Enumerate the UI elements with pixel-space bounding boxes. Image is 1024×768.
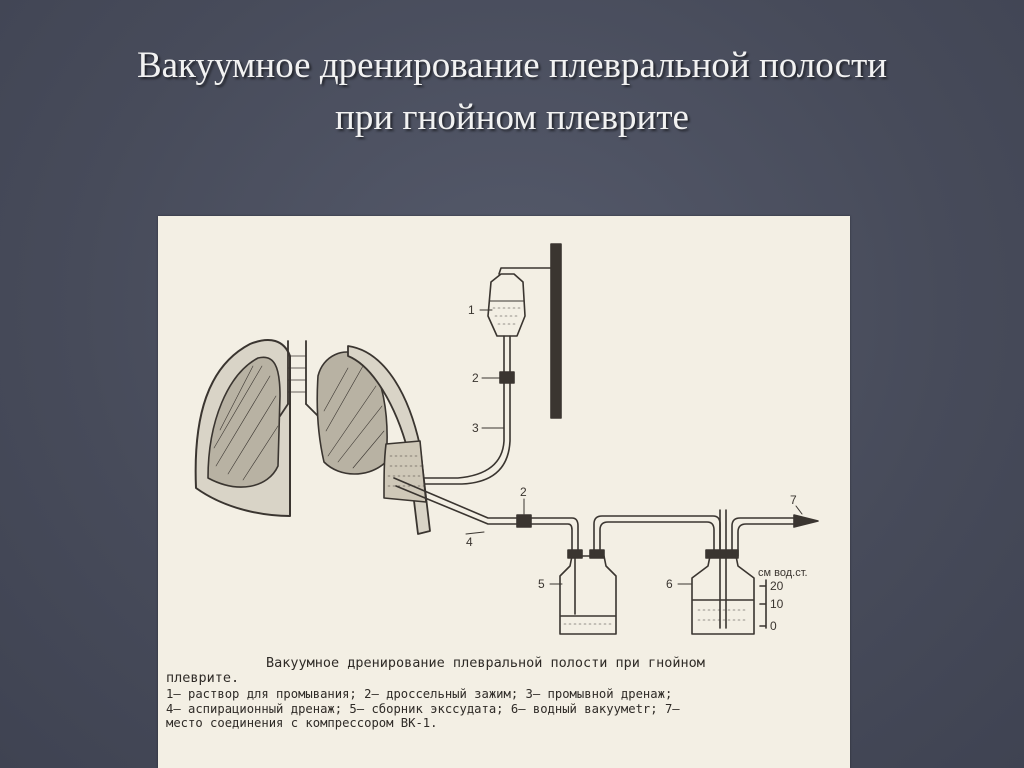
- throttle-clamp-lower: [516, 514, 532, 528]
- pressure-scale: [759, 579, 767, 629]
- compressor-outlet: [731, 517, 795, 557]
- water-vacuummeter: [691, 555, 755, 635]
- iv-stand: [550, 243, 562, 419]
- right-chest-wall: [347, 345, 431, 535]
- label-1: 1: [468, 303, 475, 317]
- figure-caption: Вакуумное дренирование плевральной полос…: [158, 656, 850, 731]
- caption-legend-line1: 1— раствор для промывания; 2— дроссельны…: [166, 687, 673, 701]
- slide-title-line2: при гнойном плеврите: [335, 97, 689, 138]
- label-2-upper: 2: [472, 371, 479, 385]
- irrigation-drain: [385, 382, 505, 479]
- drainage-diagram: 1 2 3 4 2 5 6 7 см вод.ст. 20 10 0: [194, 243, 819, 635]
- stand-hook: [498, 267, 552, 275]
- exudate-collector: [559, 555, 617, 635]
- trachea: [287, 340, 307, 405]
- scale-tick-20: 20: [770, 579, 784, 593]
- label-2-lower: 2: [520, 485, 527, 499]
- aspiration-drain: [393, 477, 518, 519]
- outlet-arrow: [793, 514, 819, 528]
- scale-unit: см вод.ст.: [758, 567, 808, 579]
- vacuum-tube: [719, 509, 727, 629]
- label-3: 3: [472, 421, 479, 435]
- label-4: 4: [466, 535, 473, 549]
- label-5: 5: [538, 577, 545, 591]
- caption-legend-line3: место соединения с компрессором ВК-1.: [166, 716, 438, 730]
- throttle-clamp-upper: [499, 371, 515, 384]
- caption-title-line2: плеврите.: [166, 669, 240, 686]
- caption-legend-line2: 4— аспирационный дренаж; 5— сборник эксс…: [166, 701, 680, 716]
- pleural-effusion: [383, 440, 427, 503]
- figure-card: 1 2 3 4 2 5 6 7 см вод.ст. 20 10 0 Вакуу…: [158, 216, 850, 768]
- caption-title-line1: Вакуумное дренирование плевральной полос…: [266, 655, 705, 671]
- label-7: 7: [790, 493, 797, 507]
- slide-title-line1: Вакуумное дренирование плевральной полос…: [136, 45, 888, 86]
- irrigation-bottle: [487, 273, 526, 337]
- label-6: 6: [666, 577, 673, 591]
- scale-tick-0: 0: [770, 619, 777, 633]
- slide-title: Вакуумное дренирование плевральной полос…: [0, 40, 1024, 144]
- scale-tick-10: 10: [770, 597, 784, 611]
